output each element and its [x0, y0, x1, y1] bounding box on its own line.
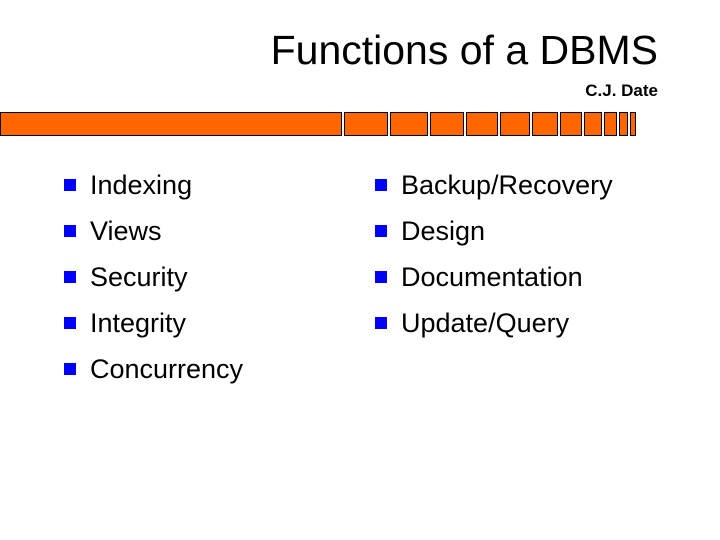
list-item-label: Backup/Recovery	[401, 169, 613, 200]
list-item: Indexing	[64, 162, 243, 208]
list-item-label: Integrity	[90, 307, 187, 338]
square-bullet-icon	[375, 179, 387, 191]
left-bullet-list: Indexing Views Security Integrity Concur…	[64, 162, 243, 392]
bar-segment	[619, 112, 628, 136]
bar-segment	[390, 112, 428, 136]
square-bullet-icon	[375, 271, 387, 283]
bar-segment	[0, 112, 342, 136]
list-item-label: Security	[90, 261, 188, 292]
list-item: Documentation	[375, 254, 613, 300]
square-bullet-icon	[64, 363, 76, 375]
right-bullet-list: Backup/Recovery Design Documentation Upd…	[375, 162, 613, 346]
bar-segment	[500, 112, 530, 136]
list-item: Security	[64, 254, 243, 300]
slide-subtitle: C.J. Date	[585, 81, 658, 100]
list-item-label: Views	[90, 215, 162, 246]
decorative-orange-bar	[0, 112, 638, 136]
square-bullet-icon	[64, 271, 76, 283]
list-item-label: Documentation	[401, 261, 583, 292]
list-item: Integrity	[64, 300, 243, 346]
bar-segment	[604, 112, 617, 136]
bar-segment	[466, 112, 498, 136]
list-item: Update/Query	[375, 300, 613, 346]
square-bullet-icon	[375, 225, 387, 237]
bar-segment	[630, 112, 636, 136]
list-item-label: Concurrency	[90, 353, 244, 384]
list-item-label: Update/Query	[401, 307, 570, 338]
square-bullet-icon	[64, 317, 76, 329]
list-item: Backup/Recovery	[375, 162, 613, 208]
list-item: Design	[375, 208, 613, 254]
square-bullet-icon	[64, 179, 76, 191]
list-item: Views	[64, 208, 243, 254]
list-item: Concurrency	[64, 346, 243, 392]
square-bullet-icon	[375, 317, 387, 329]
bar-segment	[584, 112, 602, 136]
slide-title: Functions of a DBMS	[270, 27, 658, 73]
square-bullet-icon	[64, 225, 76, 237]
bar-segment	[344, 112, 388, 136]
list-item-label: Indexing	[90, 169, 193, 200]
bar-segment	[532, 112, 558, 136]
list-item-label: Design	[401, 215, 486, 246]
bar-segment	[560, 112, 582, 136]
bar-segment	[430, 112, 464, 136]
